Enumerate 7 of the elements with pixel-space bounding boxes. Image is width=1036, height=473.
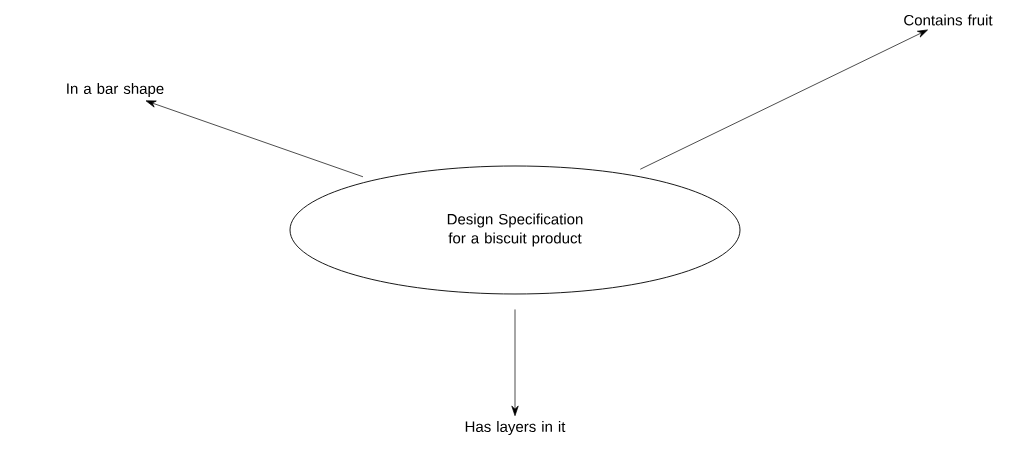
ellipse-node: Design Specification for a biscuit product	[289, 165, 741, 295]
node-label: Contains fruit	[904, 14, 993, 26]
node-label: In a bar shape	[67, 83, 164, 97]
arrow	[639, 29, 928, 170]
arrow	[511, 309, 519, 417]
arrow	[145, 100, 364, 178]
node-label: Has layers in it	[465, 421, 566, 435]
